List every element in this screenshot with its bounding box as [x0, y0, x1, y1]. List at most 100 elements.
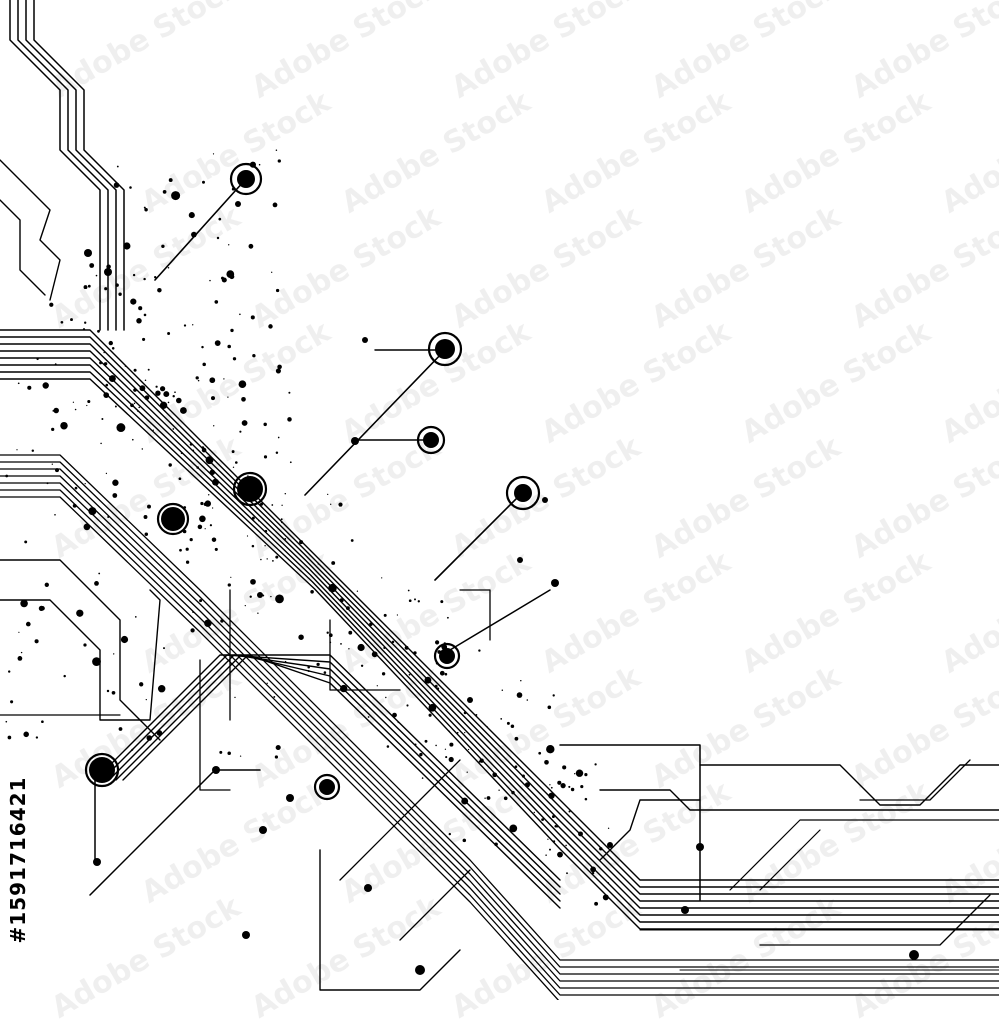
ink-speck	[157, 287, 162, 293]
ink-speck	[174, 391, 176, 394]
ink-speck	[264, 545, 266, 547]
ink-speck	[17, 656, 23, 661]
ink-speck	[51, 463, 53, 465]
ink-speck	[503, 796, 508, 801]
ink-speck	[41, 720, 44, 724]
ink-speck	[448, 756, 454, 763]
ink-speck	[464, 731, 466, 734]
ink-speck	[345, 606, 350, 611]
ink-speck	[514, 736, 519, 741]
ink-speck	[86, 404, 88, 407]
ink-speck	[524, 782, 530, 788]
ink-speck	[49, 302, 54, 307]
ink-speck	[167, 332, 171, 335]
trace-dot	[517, 557, 523, 563]
ink-speck	[367, 716, 370, 718]
ink-speck	[444, 672, 448, 676]
trace-dot	[467, 697, 473, 703]
bus-trace	[0, 357, 999, 909]
bus-trace	[0, 461, 999, 968]
ink-speck	[580, 785, 584, 789]
ink-speck	[168, 178, 173, 183]
ink-speck	[514, 765, 518, 769]
ink-speck	[227, 344, 231, 349]
ink-speck	[258, 520, 260, 522]
ink-speck	[162, 190, 167, 194]
ink-speck	[191, 231, 197, 238]
ink-speck	[159, 386, 166, 392]
ink-speck	[83, 523, 91, 531]
ink-speck	[183, 324, 187, 327]
ink-speck	[549, 848, 551, 851]
ink-speck	[99, 361, 103, 365]
ink-speck	[328, 633, 333, 638]
bracket-trace	[0, 559, 161, 741]
ink-speck	[74, 486, 78, 490]
ink-speck	[590, 866, 597, 873]
bus-trace	[0, 336, 999, 888]
ink-speck	[414, 743, 417, 746]
ink-speck	[554, 824, 557, 828]
ink-speck	[328, 583, 337, 593]
bus-trace	[0, 489, 999, 996]
ring-node	[416, 425, 446, 455]
ink-speck	[486, 796, 491, 800]
ink-speck	[449, 742, 454, 747]
node-connector	[319, 849, 461, 991]
ink-speck	[266, 682, 268, 684]
ink-speck	[546, 745, 555, 754]
ink-speck	[55, 468, 59, 473]
ring-node	[427, 331, 463, 367]
ink-speck	[163, 647, 165, 650]
ink-speck	[381, 672, 386, 676]
ink-speck	[280, 521, 283, 524]
vertical-trace	[25, 0, 117, 331]
ink-speck	[421, 777, 424, 779]
node-connector	[459, 589, 491, 641]
ink-speck	[132, 438, 134, 441]
ink-speck	[326, 631, 329, 634]
ink-speck	[146, 735, 153, 741]
ink-speck	[190, 628, 195, 633]
ink-speck	[152, 429, 154, 431]
ink-speck	[594, 763, 597, 766]
ink-speck	[139, 385, 146, 392]
ink-speck	[105, 383, 109, 387]
ring-node	[313, 773, 341, 801]
ink-speck	[172, 428, 175, 430]
node-connector	[399, 869, 471, 941]
ink-speck	[298, 634, 304, 640]
ink-speck	[34, 639, 39, 644]
ink-speck	[275, 555, 279, 559]
trace-dot	[607, 842, 613, 848]
ink-speck	[392, 712, 397, 718]
ink-speck	[178, 477, 182, 481]
ink-speck	[486, 726, 488, 728]
ink-speck	[331, 561, 336, 565]
trace-dot	[362, 337, 368, 343]
ink-speck	[501, 689, 504, 691]
ink-speck	[143, 277, 146, 281]
ink-speck	[428, 713, 432, 717]
ink-speck	[549, 784, 551, 786]
ink-speck	[112, 493, 118, 498]
circuit-trace	[759, 829, 821, 891]
ink-speck	[584, 773, 588, 777]
ink-speck	[570, 787, 575, 792]
node-connector	[199, 659, 231, 791]
ink-speck	[435, 744, 437, 747]
circuit-trace	[599, 799, 701, 861]
ink-speck	[60, 320, 64, 324]
ink-speck	[179, 548, 182, 552]
ink-speck	[205, 456, 214, 465]
ink-speck	[204, 528, 206, 530]
ink-speck	[218, 217, 222, 221]
node-connector	[154, 179, 246, 281]
ink-speck	[560, 782, 566, 789]
ink-speck	[467, 748, 470, 751]
ink-speck	[538, 751, 542, 755]
vertical-trace	[17, 0, 109, 331]
ink-speck	[565, 844, 567, 847]
trace-dot	[93, 858, 101, 866]
ink-speck	[348, 630, 353, 635]
